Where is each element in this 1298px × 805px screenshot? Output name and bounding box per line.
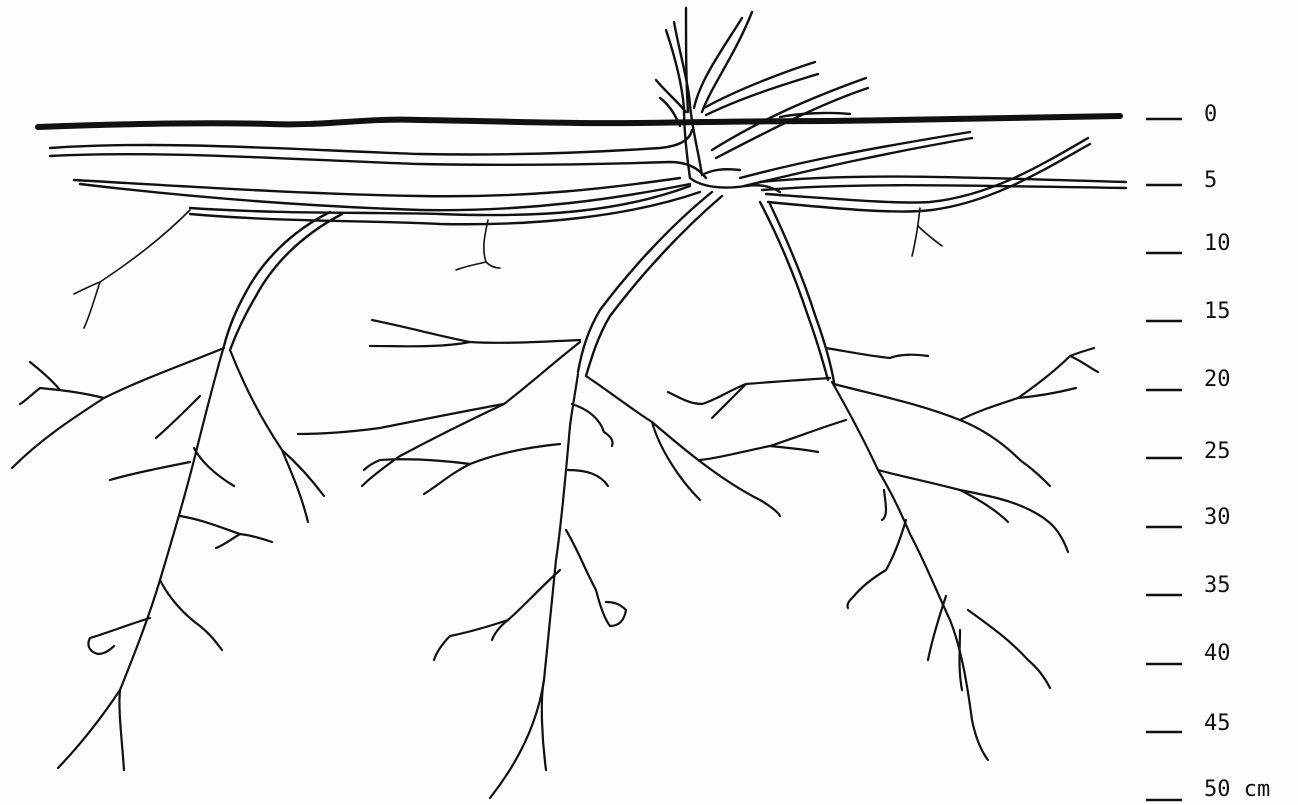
depth-tick-45: 45 xyxy=(1146,711,1231,736)
depth-scale: 0 5 10 15 20 25 xyxy=(1146,102,1270,802)
depth-label-10: 10 xyxy=(1204,231,1231,256)
depth-label-15: 15 xyxy=(1204,299,1231,324)
depth-label-35: 35 xyxy=(1204,573,1231,598)
depth-label-20: 20 xyxy=(1204,367,1231,392)
depth-tick-5: 5 xyxy=(1146,168,1217,193)
depth-tick-20: 20 xyxy=(1146,367,1231,392)
depth-label-40: 40 xyxy=(1204,641,1231,666)
main-descending-roots xyxy=(224,192,834,382)
depth-tick-15: 15 xyxy=(1146,299,1231,324)
soil-surface-line xyxy=(38,116,1120,127)
depth-label-0: 0 xyxy=(1204,102,1217,127)
shallow-horizontal-roots xyxy=(50,130,1126,224)
depth-label-50: 50 cm xyxy=(1204,777,1270,802)
deep-root-network xyxy=(12,320,1098,798)
depth-tick-50: 50 cm xyxy=(1146,777,1270,802)
depth-tick-0: 0 xyxy=(1146,102,1217,127)
depth-label-45: 45 xyxy=(1204,711,1231,736)
depth-label-25: 25 xyxy=(1204,439,1231,464)
shoot xyxy=(656,8,868,178)
depth-tick-30: 30 xyxy=(1146,505,1231,530)
depth-tick-25: 25 xyxy=(1146,439,1231,464)
depth-tick-10: 10 xyxy=(1146,231,1231,256)
shallow-root-laterals xyxy=(74,208,942,328)
depth-tick-40: 40 xyxy=(1146,641,1231,666)
depth-label-5: 5 xyxy=(1204,168,1217,193)
depth-tick-35: 35 xyxy=(1146,573,1231,598)
depth-label-30: 30 xyxy=(1204,505,1231,530)
